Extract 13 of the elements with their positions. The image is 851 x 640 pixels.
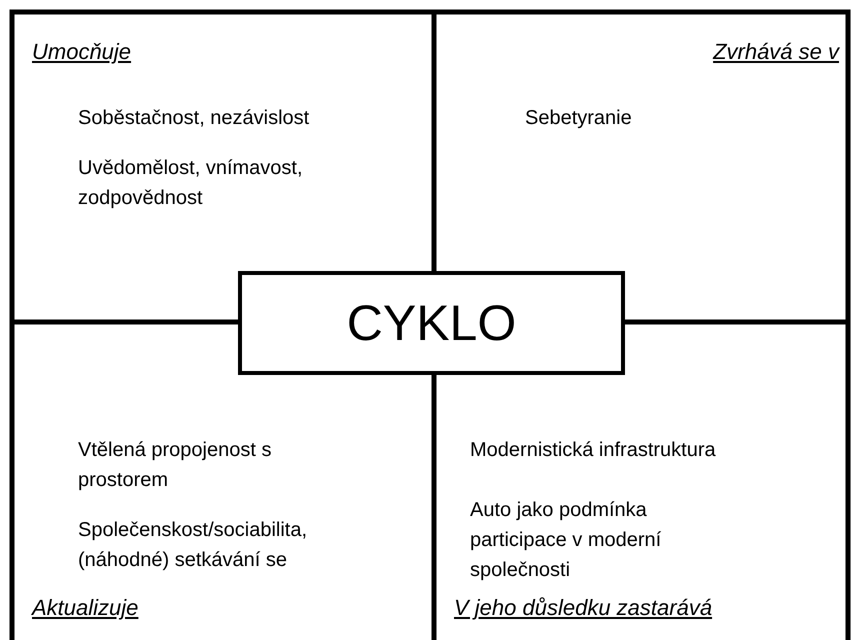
center-box bbox=[238, 271, 625, 375]
item-text: Auto jako podmínka participace v moderní společnosti bbox=[470, 498, 662, 583]
item-text: Vtělená propojenost s prostorem bbox=[78, 438, 272, 493]
item-text: Společenskost/sociabilita, (náhodné) setkávání se bbox=[78, 518, 308, 573]
quadrant-heading: Umocňuje bbox=[32, 38, 132, 66]
quadrant-heading: Aktualizuje bbox=[32, 594, 138, 622]
item-text: Sebetyranie bbox=[525, 106, 632, 131]
quadrant-heading: V jeho důsledku zastarává bbox=[454, 594, 712, 622]
center-title: CYKLO bbox=[346, 294, 516, 352]
item-text: Soběstačnost, nezávislost bbox=[78, 106, 310, 131]
item-text: Modernistická infrastruktura bbox=[470, 438, 716, 463]
item-text: Uvědomělost, vnímavost, zodpovědnost bbox=[78, 156, 304, 211]
quadrant-heading: Zvrhává se v bbox=[713, 38, 839, 66]
